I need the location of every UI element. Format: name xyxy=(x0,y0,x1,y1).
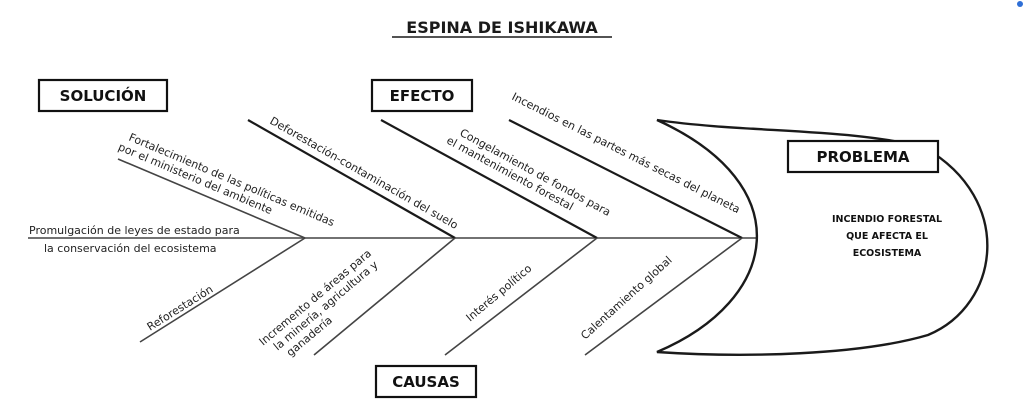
causas-box: CAUSAS xyxy=(374,364,478,399)
svg-text:EFECTO: EFECTO xyxy=(390,87,455,105)
problema-box: PROBLEMA xyxy=(786,139,940,174)
svg-text:SOLUCIÓN: SOLUCIÓN xyxy=(60,86,147,105)
lower-bone-2 xyxy=(313,237,456,356)
svg-text:QUE AFECTA EL: QUE AFECTA EL xyxy=(846,231,928,242)
lower-bone-3 xyxy=(444,237,598,356)
upper-bone-3 xyxy=(380,119,598,239)
svg-text:ECOSISTEMA: ECOSISTEMA xyxy=(853,248,922,259)
svg-text:por el ministerio del ambiente: por el ministerio del ambiente xyxy=(116,140,274,217)
svg-text:Calentamiento global: Calentamiento global xyxy=(578,254,674,343)
lower-bone-1 xyxy=(139,237,306,343)
problem-statement: INCENDIO FORESTAL QUE AFECTA EL ECOSISTE… xyxy=(832,214,942,259)
fish-head xyxy=(656,118,989,356)
svg-text:Promulgación de leyes de estad: Promulgación de leyes de estado para xyxy=(29,224,240,237)
diagram-title: ESPINA DE ISHIKAWA xyxy=(406,18,598,37)
svg-text:CAUSAS: CAUSAS xyxy=(392,373,460,391)
efecto-box: EFECTO xyxy=(370,78,474,113)
lower-bone-1-label: Reforestación xyxy=(145,283,216,334)
svg-text:el mantenimiento forestal: el mantenimiento forestal xyxy=(444,134,575,214)
svg-text:INCENDIO FORESTAL: INCENDIO FORESTAL xyxy=(832,214,942,225)
lower-bone-3-label: Interés político xyxy=(464,262,535,325)
upper-bone-1 xyxy=(117,158,306,239)
corner-mark xyxy=(1017,1,1023,7)
upper-bone-4 xyxy=(508,119,743,239)
svg-text:la minería, agricultura y: la minería, agricultura y xyxy=(271,258,381,353)
svg-text:PROBLEMA: PROBLEMA xyxy=(816,148,909,166)
svg-text:Reforestación: Reforestación xyxy=(145,283,216,334)
upper-bone-2 xyxy=(247,119,456,239)
spine-label: Promulgación de leyes de estado para la … xyxy=(29,224,240,255)
solucion-box: SOLUCIÓN xyxy=(37,78,169,113)
lower-bone-4 xyxy=(584,237,743,356)
svg-text:Interés político: Interés político xyxy=(464,262,535,325)
svg-text:la conservación del ecosistema: la conservación del ecosistema xyxy=(44,242,217,255)
lower-bone-4-label: Calentamiento global xyxy=(578,254,674,343)
